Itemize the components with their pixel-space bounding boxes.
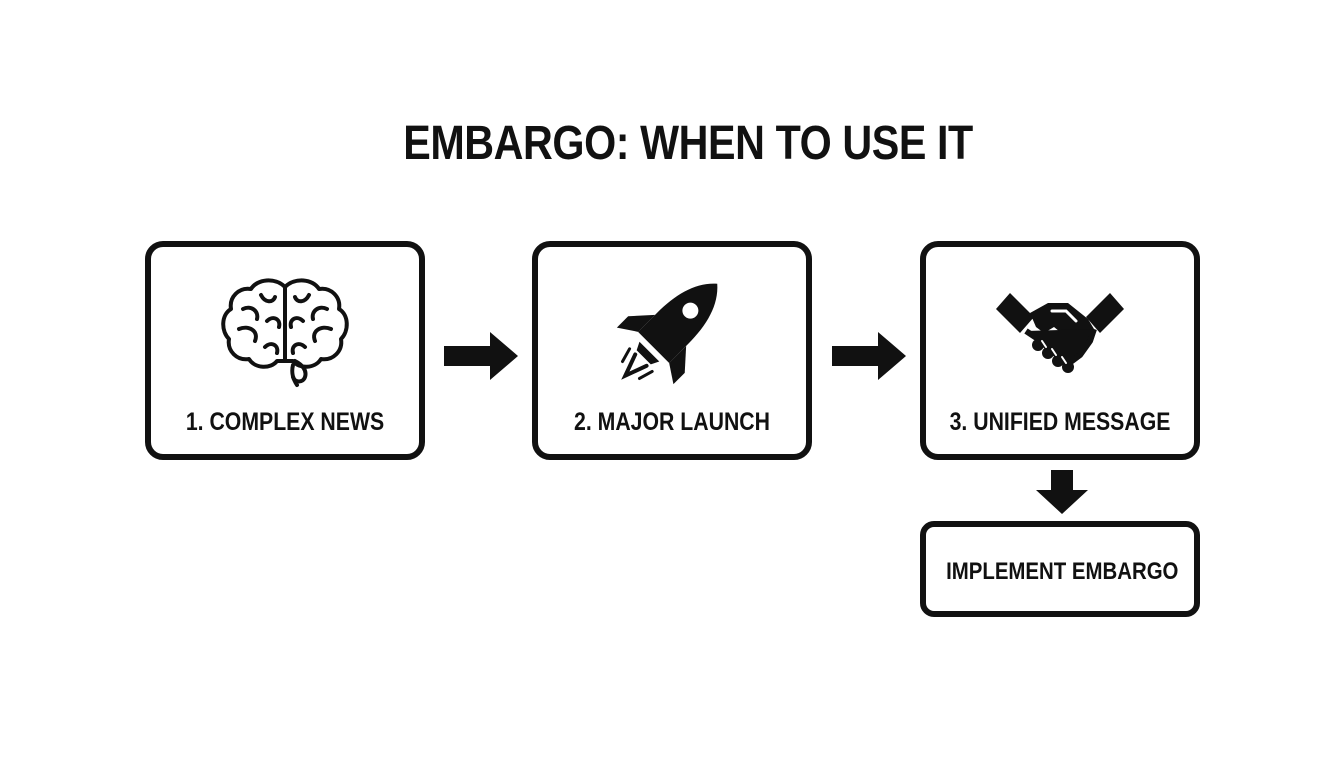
outcome-label: IMPLEMENT EMBARGO: [946, 558, 1179, 585]
arrow-down-icon: [1036, 470, 1088, 514]
step-box-complex-news: 1. COMPLEX NEWS: [145, 241, 425, 460]
rocket-icon: [602, 269, 742, 389]
brain-icon: [215, 269, 355, 389]
arrow-right-icon: [832, 332, 906, 380]
step-label: 2. MAJOR LAUNCH: [573, 408, 770, 436]
step-box-unified-message: 3. UNIFIED MESSAGE: [920, 241, 1200, 460]
arrow-right-icon: [444, 332, 518, 380]
step-box-major-launch: 2. MAJOR LAUNCH: [532, 241, 812, 460]
step-label: 1. COMPLEX NEWS: [185, 408, 385, 436]
step-label: 3. UNIFIED MESSAGE: [949, 408, 1171, 436]
handshake-icon: [990, 269, 1130, 389]
outcome-box: IMPLEMENT EMBARGO: [920, 521, 1200, 617]
diagram-title: EMBARGO: WHEN TO USE IT: [403, 117, 973, 170]
